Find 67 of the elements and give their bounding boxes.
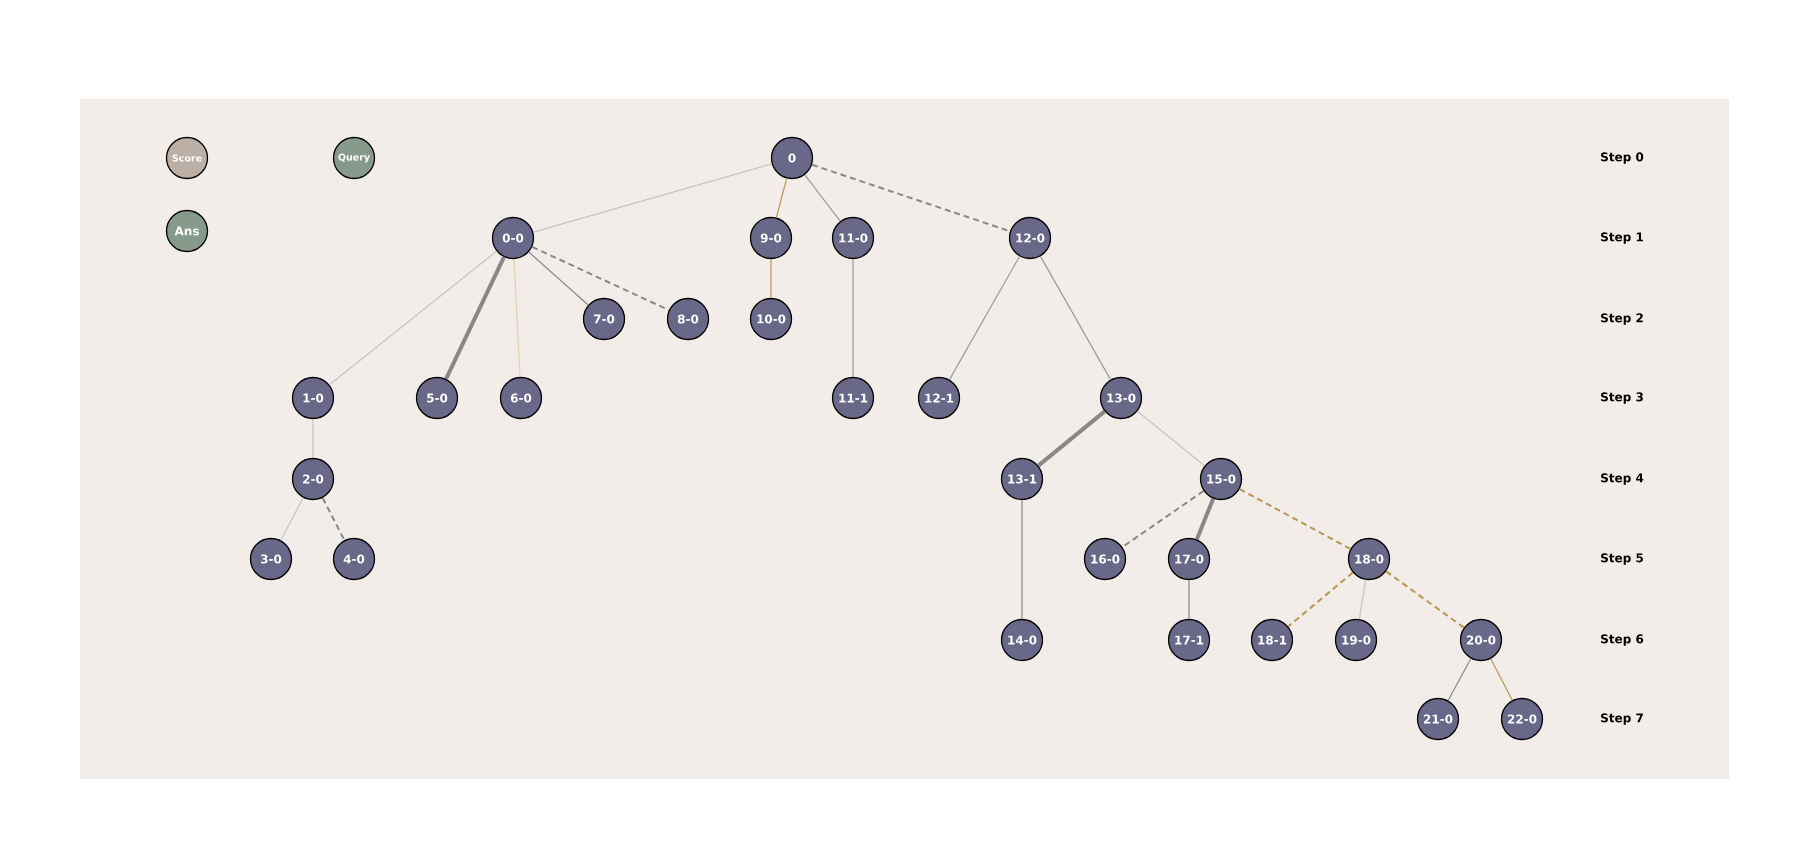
circle-node: 17-0 xyxy=(1167,537,1211,581)
circle-node: 15-0 xyxy=(1199,457,1243,501)
circle-node: 16-0 xyxy=(1083,537,1127,581)
tree-edge xyxy=(321,496,346,542)
step-label: Step 5 xyxy=(1601,553,1643,565)
tree-edge xyxy=(1039,255,1112,381)
circle-node: 1-0 xyxy=(291,376,335,420)
tree-edge xyxy=(1121,490,1205,548)
circle-node: 18-0 xyxy=(1347,537,1391,581)
circle-node: 12-0 xyxy=(1008,216,1052,260)
step-label: Step 7 xyxy=(1601,713,1643,725)
tree-edge xyxy=(532,163,773,233)
tree-edge xyxy=(770,258,772,299)
tree-edge xyxy=(1238,488,1352,550)
circle-node: 10-0 xyxy=(749,297,793,341)
tree-edge xyxy=(1490,658,1513,701)
step-label: Step 4 xyxy=(1601,473,1644,485)
circle-node: 3-0 xyxy=(249,537,293,581)
circle-node: 9-0 xyxy=(749,216,793,260)
tree-edge xyxy=(1188,579,1190,620)
circle-node: 14-0 xyxy=(1000,618,1044,662)
tree-edge xyxy=(852,258,854,378)
step-label: Step 3 xyxy=(1601,392,1643,404)
circle-node: 11-0 xyxy=(831,216,875,260)
tree-edge xyxy=(804,174,841,222)
tree-edge xyxy=(1021,499,1023,620)
circle-node: 5-0 xyxy=(415,376,459,420)
tree-edge xyxy=(280,497,304,541)
circle-node: 20-0 xyxy=(1459,618,1503,662)
circle-node: 8-0 xyxy=(666,297,710,341)
tree-edge xyxy=(1358,579,1367,620)
tree-edge xyxy=(1385,570,1465,629)
tree-edge xyxy=(528,251,589,306)
tree-edge xyxy=(513,258,521,378)
tree-edge xyxy=(775,177,788,219)
circle-node: 0 xyxy=(770,136,814,180)
circle-node: 17-1 xyxy=(1167,618,1211,662)
circle-node: Query xyxy=(332,136,376,180)
circle-node: 19-0 xyxy=(1334,618,1378,662)
tree-edge xyxy=(1447,658,1472,702)
tree-edge xyxy=(1136,410,1206,467)
circle-node: 2-0 xyxy=(291,457,335,501)
circle-node: 6-0 xyxy=(499,376,543,420)
tree-edge xyxy=(531,245,670,312)
circle-node: 0-0 xyxy=(491,216,535,260)
circle-node: 18-1 xyxy=(1250,618,1294,662)
tree-edge xyxy=(1195,497,1215,541)
circle-node: 11-1 xyxy=(831,376,875,420)
step-label: Step 6 xyxy=(1601,634,1644,646)
circle-node: 21-0 xyxy=(1416,697,1460,741)
tree-edge xyxy=(328,250,498,386)
step-label: Step 1 xyxy=(1601,232,1643,244)
circle-node: 12-1 xyxy=(917,376,961,420)
circle-node: 7-0 xyxy=(582,297,626,341)
step-label: Step 0 xyxy=(1601,152,1644,164)
tree-edge xyxy=(1037,409,1106,468)
circle-node: 4-0 xyxy=(332,537,376,581)
circle-node: 13-0 xyxy=(1099,376,1143,420)
circle-node: 13-1 xyxy=(1000,457,1044,501)
tree-edge xyxy=(948,255,1021,381)
tree-edge xyxy=(444,256,506,380)
tree-edge xyxy=(811,163,1011,233)
circle-node: Ans xyxy=(165,209,209,253)
circle-node: Score xyxy=(165,136,209,180)
circle-node: 22-0 xyxy=(1500,697,1544,741)
tree-edge xyxy=(1287,571,1354,628)
step-label: Step 2 xyxy=(1601,313,1643,325)
